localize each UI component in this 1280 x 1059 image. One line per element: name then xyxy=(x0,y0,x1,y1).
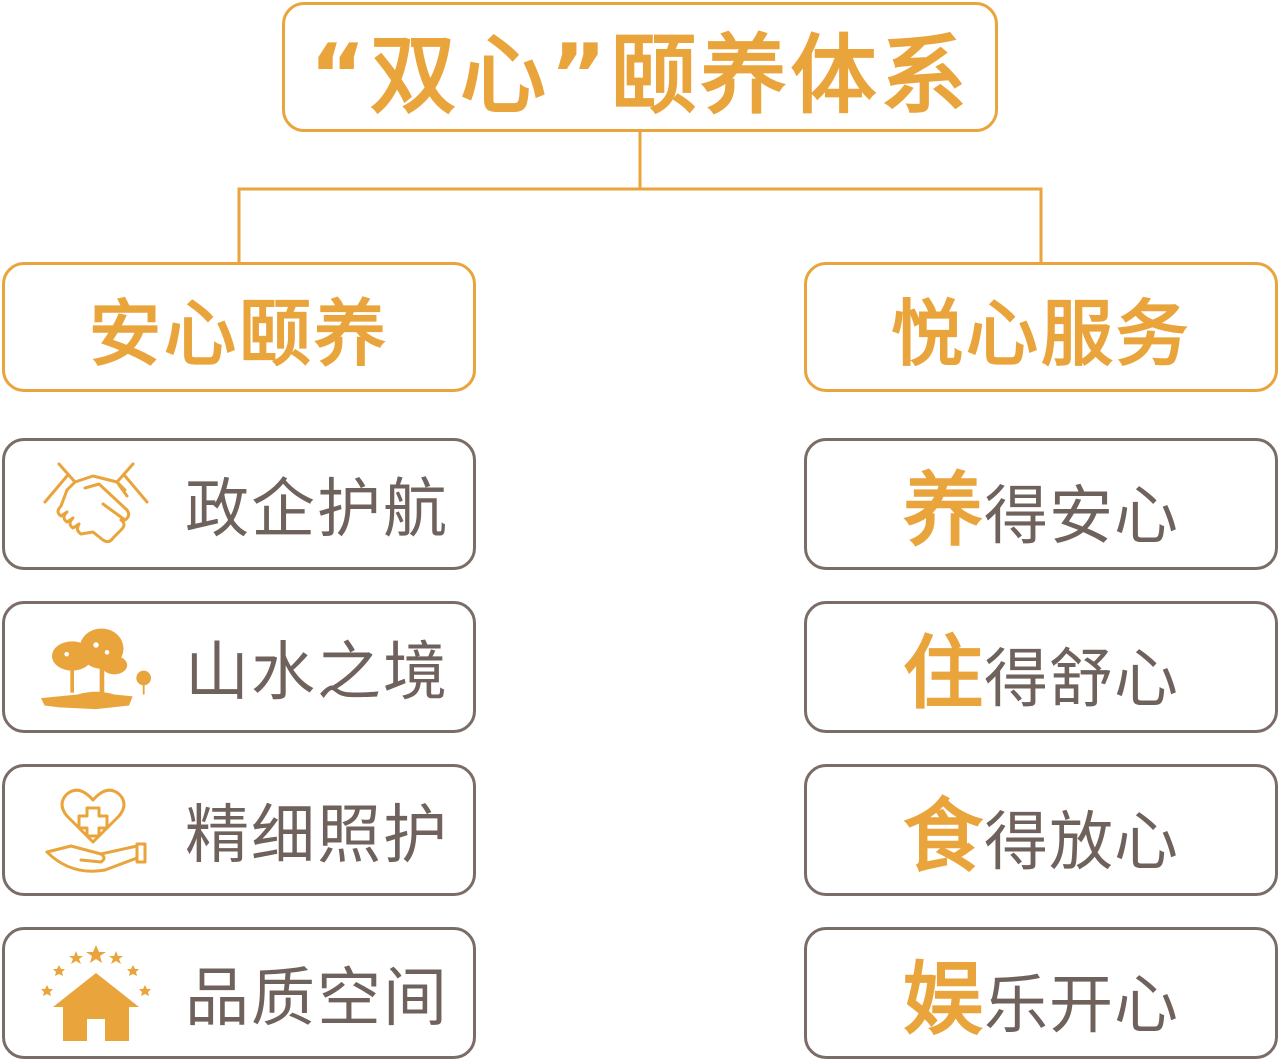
left-item-label: 山水之境 xyxy=(185,636,449,710)
right-item-entertainment: 娱乐开心 xyxy=(804,927,1278,1059)
landscape-trees-icon xyxy=(41,617,151,717)
right-item-accent-char: 住 xyxy=(903,627,984,720)
left-category-header: 安心颐养 xyxy=(2,262,476,392)
left-item-government-support: 政企护航 xyxy=(2,438,476,570)
right-item-food: 食得放心 xyxy=(804,764,1278,896)
right-item-accent-char: 养 xyxy=(903,464,984,557)
right-item-label: 养得安心 xyxy=(903,446,1179,562)
right-item-rest-text: 得放心 xyxy=(984,806,1179,880)
left-item-label: 品质空间 xyxy=(185,962,449,1036)
right-item-label: 住得舒心 xyxy=(903,609,1179,725)
right-item-rest-text: 得舒心 xyxy=(984,643,1179,717)
right-category-title: 悦心服务 xyxy=(890,291,1191,376)
house-stars-icon xyxy=(41,943,151,1043)
left-item-label: 政企护航 xyxy=(185,473,449,547)
system-title: “双心”颐养体系 xyxy=(309,25,971,126)
right-item-label: 娱乐开心 xyxy=(903,935,1179,1051)
right-item-accent-char: 食 xyxy=(903,790,984,883)
right-category-header: 悦心服务 xyxy=(804,262,1278,392)
handshake-icon xyxy=(41,454,151,554)
right-item-label: 食得放心 xyxy=(903,772,1179,888)
right-item-accent-char: 娱 xyxy=(903,953,984,1046)
left-item-label: 精细照护 xyxy=(185,799,449,873)
left-item-quality-space: 品质空间 xyxy=(2,927,476,1059)
left-item-landscape: 山水之境 xyxy=(2,601,476,733)
right-item-rest-text: 乐开心 xyxy=(984,969,1179,1043)
system-title-box: “双心”颐养体系 xyxy=(282,2,998,132)
right-item-elderly-care: 养得安心 xyxy=(804,438,1278,570)
right-item-living: 住得舒心 xyxy=(804,601,1278,733)
right-item-rest-text: 得安心 xyxy=(984,480,1179,554)
left-category-title: 安心颐养 xyxy=(88,291,389,376)
heart-care-hand-icon xyxy=(41,780,151,880)
left-item-fine-care: 精细照护 xyxy=(2,764,476,896)
